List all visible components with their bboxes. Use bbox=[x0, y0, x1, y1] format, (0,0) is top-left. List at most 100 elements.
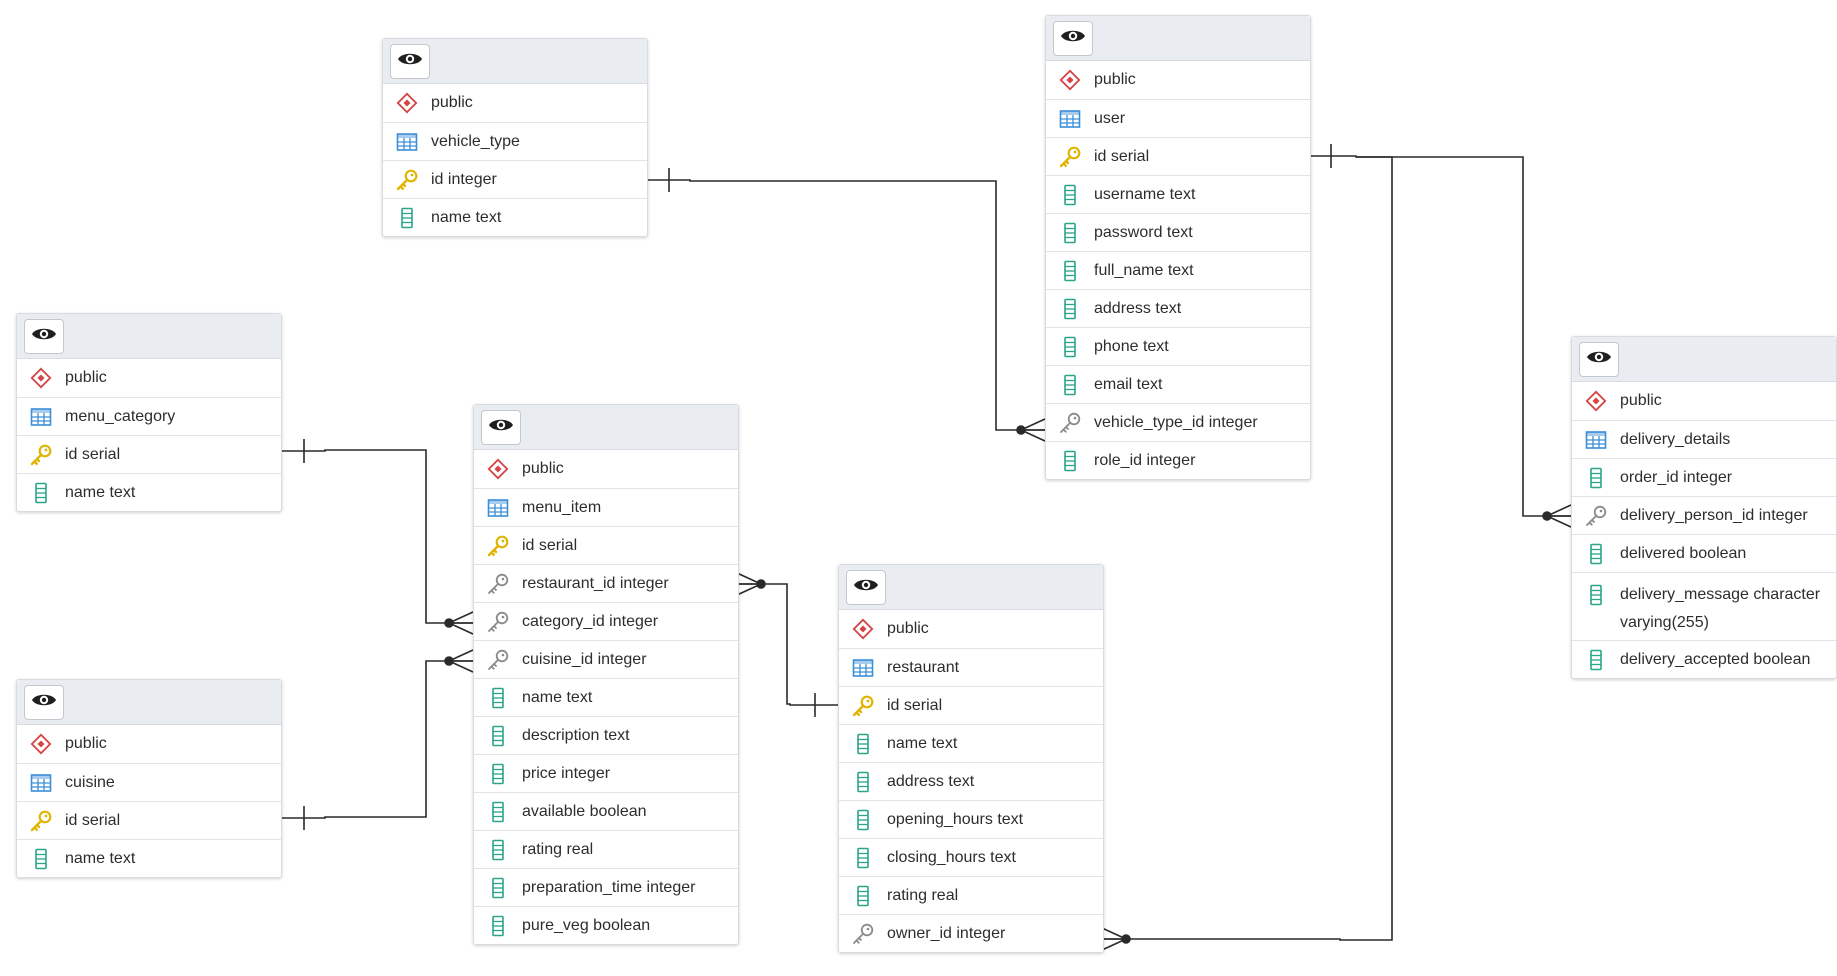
table-icon bbox=[395, 130, 419, 154]
schema-row: public bbox=[383, 84, 647, 122]
column-label: name text bbox=[887, 734, 958, 752]
table-name-row: menu_item bbox=[474, 488, 738, 526]
schema-row: public bbox=[17, 725, 281, 763]
table-icon bbox=[486, 496, 510, 520]
column-label: description text bbox=[522, 726, 630, 744]
column-icon bbox=[29, 847, 53, 871]
column-row: rating real bbox=[839, 876, 1103, 914]
table-card-header bbox=[474, 405, 738, 450]
schema-icon bbox=[851, 617, 875, 641]
link-restaurant-menu-item bbox=[737, 583, 838, 706]
column-icon bbox=[486, 724, 510, 748]
column-icon bbox=[1058, 335, 1082, 359]
column-label: password text bbox=[1094, 223, 1193, 241]
schema-label: public bbox=[1094, 71, 1136, 88]
column-row: id serial bbox=[17, 435, 281, 473]
column-label: address text bbox=[887, 772, 975, 790]
column-row: address text bbox=[839, 762, 1103, 800]
foreign-key-icon bbox=[486, 610, 510, 634]
column-label: phone text bbox=[1094, 337, 1169, 355]
schema-label: public bbox=[887, 620, 929, 637]
column-label: delivered boolean bbox=[1620, 544, 1747, 562]
view-toggle-button[interactable] bbox=[1053, 21, 1093, 56]
column-icon bbox=[1584, 648, 1608, 672]
column-row: id serial bbox=[17, 801, 281, 839]
column-label: opening_hours text bbox=[887, 810, 1024, 828]
column-row: closing_hours text bbox=[839, 838, 1103, 876]
column-label: delivery_person_id integer bbox=[1620, 506, 1808, 524]
eye-icon bbox=[853, 576, 879, 599]
schema-icon bbox=[29, 732, 53, 756]
many-marker-delivery-person-dot bbox=[1542, 511, 1552, 521]
column-icon bbox=[395, 206, 419, 230]
link-menu-category-menu-item bbox=[281, 449, 473, 624]
table-name-row: menu_category bbox=[17, 397, 281, 435]
column-label: cuisine_id integer bbox=[522, 650, 647, 668]
foreign-key-icon bbox=[486, 648, 510, 672]
column-row: pure_veg boolean bbox=[474, 906, 738, 944]
column-icon bbox=[1058, 297, 1082, 321]
column-label: name text bbox=[65, 849, 136, 867]
column-label: vehicle_type_id integer bbox=[1094, 413, 1258, 431]
column-row: name text bbox=[17, 473, 281, 511]
column-row: id serial bbox=[839, 686, 1103, 724]
column-row: order_id integer bbox=[1572, 458, 1836, 496]
column-row: price integer bbox=[474, 754, 738, 792]
column-row: preparation_time integer bbox=[474, 868, 738, 906]
view-toggle-button[interactable] bbox=[1579, 342, 1619, 377]
foreign-key-icon bbox=[1584, 504, 1608, 528]
column-label: restaurant_id integer bbox=[522, 574, 669, 592]
column-icon bbox=[851, 770, 875, 794]
column-icon bbox=[486, 800, 510, 824]
column-row: address text bbox=[1046, 289, 1310, 327]
column-label: id serial bbox=[65, 811, 121, 829]
many-marker-restaurant-owner-dot bbox=[1121, 934, 1131, 944]
column-label: delivery_accepted boolean bbox=[1620, 650, 1811, 668]
many-marker-menu-item-restaurant bbox=[736, 572, 762, 596]
column-icon bbox=[1058, 221, 1082, 245]
schema-icon bbox=[29, 366, 53, 390]
column-icon bbox=[1058, 259, 1082, 283]
table-card-header bbox=[1572, 337, 1836, 382]
table-card-delivery-details[interactable]: public delivery_details order_id integer… bbox=[1571, 336, 1837, 679]
table-card-header bbox=[17, 314, 281, 359]
eye-icon bbox=[488, 416, 514, 439]
link-user-delivery-details bbox=[1356, 156, 1571, 517]
column-label: id serial bbox=[522, 536, 578, 554]
eye-icon bbox=[397, 50, 423, 73]
column-row: password text bbox=[1046, 213, 1310, 251]
column-row: delivery_message character varying(255) bbox=[1572, 572, 1836, 640]
view-toggle-button[interactable] bbox=[390, 44, 430, 79]
column-label: name text bbox=[431, 208, 502, 226]
column-row: name text bbox=[383, 198, 647, 236]
column-row: id integer bbox=[383, 160, 647, 198]
table-name-label: user bbox=[1094, 109, 1126, 127]
many-marker-restaurant-owner bbox=[1101, 927, 1127, 951]
column-icon bbox=[1058, 373, 1082, 397]
column-icon bbox=[486, 838, 510, 862]
view-toggle-button[interactable] bbox=[24, 319, 64, 354]
primary-key-icon bbox=[29, 443, 53, 467]
view-toggle-button[interactable] bbox=[24, 685, 64, 720]
many-marker-menu-item-category bbox=[448, 611, 474, 635]
table-card-header bbox=[839, 565, 1103, 610]
view-toggle-button[interactable] bbox=[846, 570, 886, 605]
column-label: address text bbox=[1094, 299, 1182, 317]
column-label: available boolean bbox=[522, 802, 647, 820]
view-toggle-button[interactable] bbox=[481, 410, 521, 445]
column-label: closing_hours text bbox=[887, 848, 1016, 866]
schema-icon bbox=[486, 457, 510, 481]
column-label: category_id integer bbox=[522, 612, 659, 630]
column-row: phone text bbox=[1046, 327, 1310, 365]
schema-label: public bbox=[65, 735, 107, 752]
column-icon bbox=[851, 846, 875, 870]
eye-icon bbox=[1586, 348, 1612, 371]
column-label: id serial bbox=[65, 445, 121, 463]
primary-key-icon bbox=[486, 534, 510, 558]
